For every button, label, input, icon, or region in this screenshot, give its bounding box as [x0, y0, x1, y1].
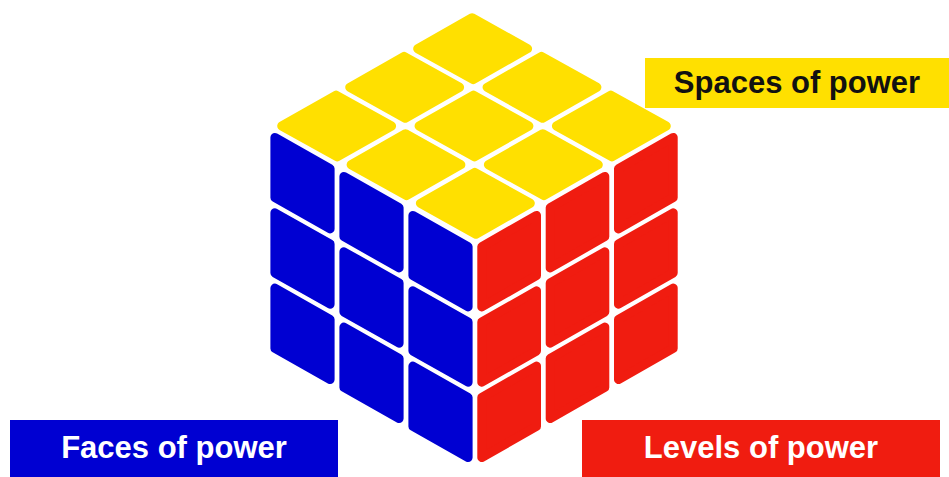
- spaces-label-box: Spaces of power: [645, 58, 949, 108]
- label-text: Levels of power: [644, 431, 878, 465]
- label-text: Spaces of power: [674, 66, 920, 100]
- blue-tile: [344, 327, 399, 419]
- red-tile: [550, 327, 605, 419]
- red-tile: [482, 366, 537, 458]
- blue-tile: [275, 288, 330, 380]
- blue-tile: [413, 366, 468, 458]
- faces-label-box: Faces of power: [10, 420, 338, 477]
- red-tile: [619, 288, 674, 380]
- label-text: Faces of power: [61, 431, 287, 465]
- levels-label-box: Levels of power: [582, 420, 940, 477]
